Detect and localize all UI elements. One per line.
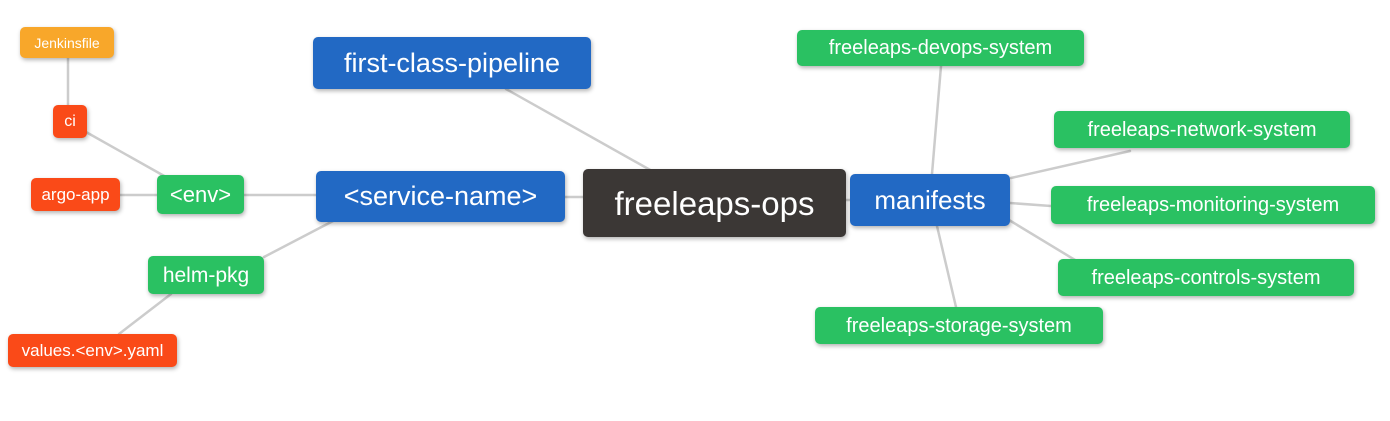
node-helm-pkg[interactable]: helm-pkg: [148, 256, 264, 294]
edge-manifests--storage-system: [935, 224, 958, 309]
node-jenkinsfile[interactable]: Jenkinsfile: [20, 27, 114, 58]
node-manifests[interactable]: manifests: [850, 174, 1010, 226]
node-values-env-yaml[interactable]: values.<env>.yaml: [8, 334, 177, 367]
edge-values-env-yaml--helm-pkg: [117, 292, 173, 336]
node-network-system[interactable]: freeleaps-network-system: [1054, 111, 1350, 148]
edge-manifests--devops-system: [930, 64, 943, 176]
node-freeleaps-ops[interactable]: freeleaps-ops: [583, 169, 846, 237]
node-first-class-pipeline[interactable]: first-class-pipeline: [313, 37, 591, 89]
edge-helm-pkg--service-name: [262, 219, 335, 259]
node-ci[interactable]: ci: [53, 105, 87, 138]
edge-manifests--controls-system: [1007, 218, 1082, 265]
edge-manifests--network-system: [1009, 149, 1132, 180]
node-devops-system[interactable]: freeleaps-devops-system: [797, 30, 1084, 66]
node-env[interactable]: <env>: [157, 175, 244, 214]
node-controls-system[interactable]: freeleaps-controls-system: [1058, 259, 1354, 296]
edge-ci--env: [84, 130, 168, 179]
edge-manifests--monitoring-system: [1008, 201, 1053, 208]
node-storage-system[interactable]: freeleaps-storage-system: [815, 307, 1103, 344]
edge-first-class-pipeline--freeleaps-ops: [504, 87, 654, 173]
node-monitoring-system[interactable]: freeleaps-monitoring-system: [1051, 186, 1375, 224]
node-argo-app[interactable]: argo-app: [31, 178, 120, 211]
node-service-name[interactable]: <service-name>: [316, 171, 565, 222]
